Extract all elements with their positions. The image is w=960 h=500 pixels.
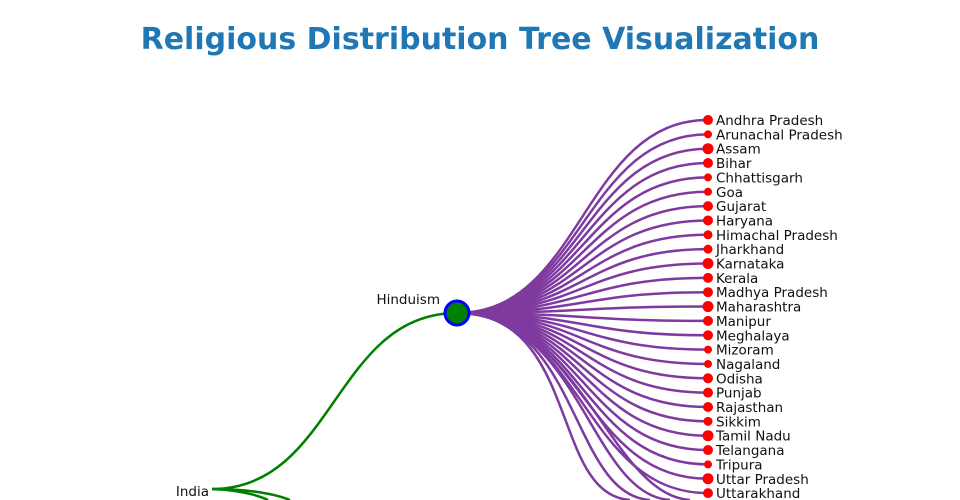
state-node[interactable] — [704, 345, 712, 354]
state-node[interactable] — [703, 330, 713, 341]
state-label: Goa — [716, 185, 743, 201]
state-label: Meghalaya — [716, 328, 790, 344]
state-label: Bihar — [716, 156, 752, 172]
state-node[interactable] — [703, 387, 713, 398]
state-label: Sikkim — [716, 414, 761, 430]
state-label: Uttarakhand — [716, 486, 800, 500]
state-node[interactable] — [704, 460, 712, 469]
state-label: Haryana — [716, 213, 773, 229]
state-node[interactable] — [703, 115, 713, 125]
state-label: Uttar Pradesh — [716, 472, 809, 488]
state-node[interactable] — [703, 230, 713, 240]
state-label: Odisha — [716, 371, 763, 387]
state-label: Punjab — [716, 386, 762, 402]
state-node[interactable] — [704, 359, 712, 368]
state-node[interactable] — [703, 445, 713, 456]
state-node[interactable] — [703, 488, 713, 499]
state-node[interactable] — [703, 158, 713, 169]
state-label: Gujarat — [716, 199, 766, 215]
india-label: India — [176, 484, 209, 500]
state-node[interactable] — [702, 430, 714, 442]
state-label: Himachal Pradesh — [716, 228, 838, 244]
state-label: Assam — [716, 142, 761, 158]
link-hinduism-state — [456, 219, 709, 315]
state-label: Telangana — [715, 443, 785, 459]
hinduism-label: Hinduism — [376, 292, 440, 308]
state-node[interactable] — [702, 143, 714, 155]
state-node[interactable] — [703, 201, 713, 212]
state-node[interactable] — [702, 258, 714, 269]
link-hinduism-state — [456, 118, 709, 315]
state-node[interactable] — [703, 215, 713, 226]
state-label: Nagaland — [716, 357, 780, 373]
state-label: Rajasthan — [716, 400, 783, 416]
chart-title: Religious Distribution Tree Visualizatio… — [140, 22, 820, 57]
state-label: Jharkhand — [715, 242, 784, 258]
state-node[interactable] — [703, 315, 713, 326]
state-label: Arunachal Pradesh — [716, 127, 843, 143]
state-label: Karnataka — [716, 257, 784, 273]
state-node[interactable] — [704, 130, 712, 139]
state-node[interactable] — [703, 416, 713, 426]
state-node[interactable] — [703, 272, 713, 283]
state-label: Kerala — [716, 271, 758, 287]
state-label: Mizoram — [716, 343, 774, 359]
link-india-offscreen — [211, 487, 269, 500]
state-node[interactable] — [702, 473, 714, 485]
state-node[interactable] — [702, 301, 714, 313]
state-label: Tamil Nadu — [715, 429, 791, 445]
state-node[interactable] — [703, 287, 713, 298]
link-india-hinduism — [211, 311, 458, 491]
link-hinduism-offscreen — [456, 311, 631, 500]
state-label: Maharashtra — [716, 300, 801, 316]
state-node[interactable] — [704, 173, 712, 182]
state-label: Tripura — [715, 457, 763, 473]
state-node[interactable] — [703, 373, 713, 384]
state-label: Andhra Pradesh — [716, 113, 823, 129]
state-node[interactable] — [704, 187, 712, 196]
state-label: Chhattisgarh — [716, 170, 803, 186]
state-label: Madhya Pradesh — [716, 285, 828, 301]
state-node[interactable] — [703, 244, 713, 254]
state-node[interactable] — [703, 402, 713, 412]
hinduism-node[interactable] — [443, 299, 471, 327]
state-label: Manipur — [716, 314, 771, 330]
